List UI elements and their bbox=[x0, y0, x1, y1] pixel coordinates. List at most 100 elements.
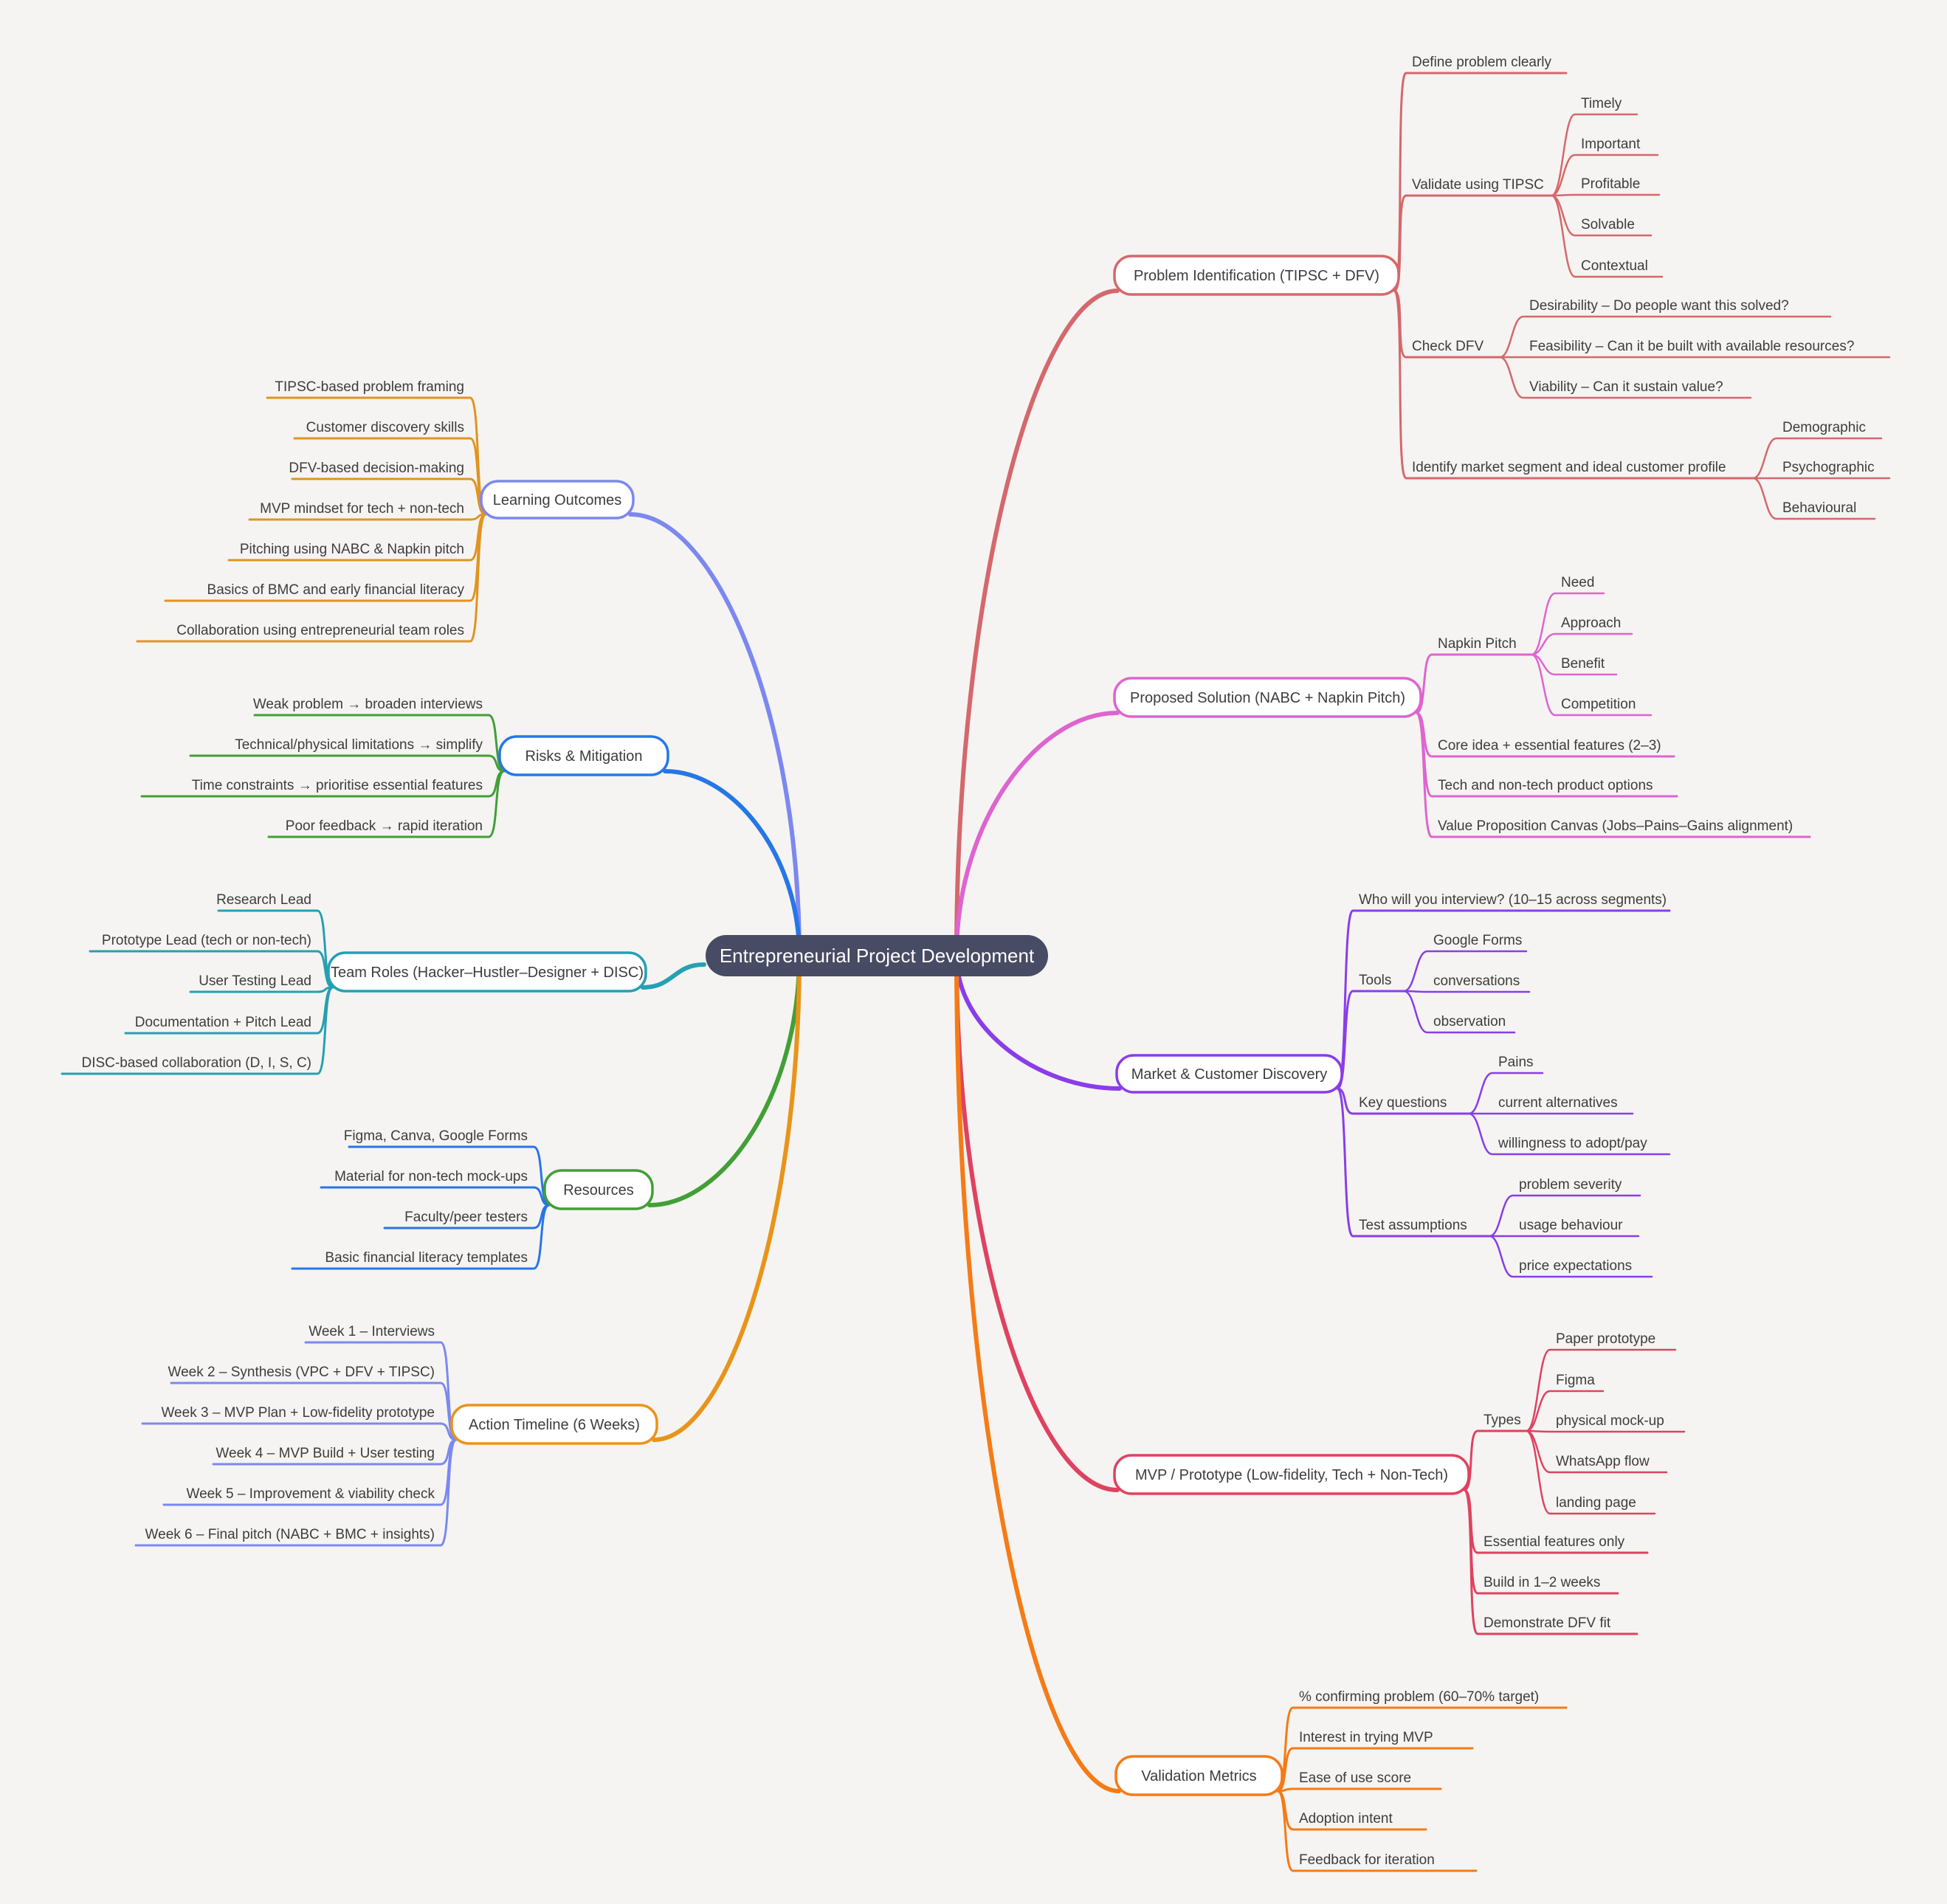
topic-risks-mitigation[interactable]: Risks & Mitigation bbox=[525, 748, 643, 765]
node-basics-of-bmc-and-early-financial-literacy[interactable]: Basics of BMC and early financial litera… bbox=[207, 582, 465, 598]
topic-box-action-timeline-6-weeks[interactable] bbox=[450, 1404, 658, 1445]
node-types[interactable]: Types bbox=[1483, 1413, 1521, 1428]
node-usage-behaviour[interactable]: usage behaviour bbox=[1519, 1218, 1623, 1233]
topic-box-mvp-prototype-low-fidelity-tech-non-tech[interactable] bbox=[1113, 1454, 1470, 1495]
node-technical-physical-limitations-simplify[interactable]: Technical/physical limitations → simplif… bbox=[235, 737, 483, 753]
node-faculty-peer-testers[interactable]: Faculty/peer testers bbox=[404, 1210, 528, 1225]
node-pitching-using-nabc-napkin-pitch[interactable]: Pitching using NABC & Napkin pitch bbox=[240, 542, 464, 557]
node-value-proposition-canvas-jobs-pains-gains-[interactable]: Value Proposition Canvas (Jobs–Pains–Gai… bbox=[1438, 818, 1793, 834]
node-need[interactable]: Need bbox=[1561, 575, 1594, 590]
root-box[interactable] bbox=[706, 935, 1048, 976]
node-dfv-based-decision-making[interactable]: DFV-based decision-making bbox=[289, 461, 464, 476]
node-psychographic[interactable]: Psychographic bbox=[1782, 460, 1875, 475]
node-week-5-improvement-viability-check[interactable]: Week 5 – Improvement & viability check bbox=[186, 1486, 435, 1502]
root-title[interactable]: Entrepreneurial Project Development bbox=[720, 945, 1035, 967]
node-google-forms[interactable]: Google Forms bbox=[1433, 933, 1522, 948]
node-prototype-lead-tech-or-non-tech[interactable]: Prototype Lead (tech or non-tech) bbox=[102, 933, 311, 948]
node-viability-can-it-sustain-value[interactable]: Viability – Can it sustain value? bbox=[1529, 379, 1723, 395]
node-material-for-non-tech-mock-ups[interactable]: Material for non-tech mock-ups bbox=[334, 1169, 528, 1184]
node-tools[interactable]: Tools bbox=[1359, 973, 1391, 988]
node-customer-discovery-skills[interactable]: Customer discovery skills bbox=[306, 420, 464, 435]
node-timely[interactable]: Timely bbox=[1581, 96, 1622, 111]
node-build-in-1-2-weeks[interactable]: Build in 1–2 weeks bbox=[1483, 1575, 1600, 1590]
node-basic-financial-literacy-templates[interactable]: Basic financial literacy templates bbox=[325, 1250, 528, 1266]
node-research-lead[interactable]: Research Lead bbox=[216, 892, 311, 908]
node-problem-severity[interactable]: problem severity bbox=[1519, 1177, 1622, 1193]
topic-learning-outcomes[interactable]: Learning Outcomes bbox=[493, 492, 622, 508]
node-contextual[interactable]: Contextual bbox=[1581, 258, 1648, 274]
topic-validation-metrics[interactable]: Validation Metrics bbox=[1141, 1768, 1256, 1784]
node-who-will-you-interview-10-15-across-segmen[interactable]: Who will you interview? (10–15 across se… bbox=[1359, 892, 1667, 908]
node-approach[interactable]: Approach bbox=[1561, 615, 1621, 631]
node-physical-mock-up[interactable]: physical mock-up bbox=[1556, 1413, 1664, 1429]
node-desirability-do-people-want-this-solved[interactable]: Desirability – Do people want this solve… bbox=[1529, 298, 1789, 314]
topic-box-learning-outcomes[interactable] bbox=[480, 480, 635, 520]
node-poor-feedback-rapid-iteration[interactable]: Poor feedback → rapid iteration bbox=[286, 818, 483, 834]
node-mvp-mindset-for-tech-non-tech[interactable]: MVP mindset for tech + non-tech bbox=[260, 501, 464, 517]
node-figma-canva-google-forms[interactable]: Figma, Canva, Google Forms bbox=[344, 1128, 528, 1144]
node-feasibility-can-it-be-built-with-available[interactable]: Feasibility – Can it be built with avail… bbox=[1529, 339, 1854, 354]
topic-box-validation-metrics[interactable] bbox=[1114, 1755, 1283, 1796]
node-napkin-pitch[interactable]: Napkin Pitch bbox=[1438, 636, 1517, 652]
node-benefit[interactable]: Benefit bbox=[1561, 656, 1605, 672]
node-behavioural[interactable]: Behavioural bbox=[1782, 500, 1856, 516]
node-landing-page[interactable]: landing page bbox=[1556, 1495, 1636, 1511]
node-essential-features-only[interactable]: Essential features only bbox=[1483, 1534, 1625, 1550]
node-current-alternatives[interactable]: current alternatives bbox=[1498, 1095, 1618, 1111]
topic-box-proposed-solution-nabc-napkin-pitch[interactable] bbox=[1113, 677, 1422, 718]
node-documentation-pitch-lead[interactable]: Documentation + Pitch Lead bbox=[135, 1015, 311, 1030]
node-week-1-interviews[interactable]: Week 1 – Interviews bbox=[309, 1324, 435, 1339]
topic-market-customer-discovery[interactable]: Market & Customer Discovery bbox=[1131, 1066, 1328, 1083]
node-week-6-final-pitch-nabc-bmc-insights[interactable]: Week 6 – Final pitch (NABC + BMC + insig… bbox=[145, 1527, 435, 1542]
node-feedback-for-iteration[interactable]: Feedback for iteration bbox=[1299, 1852, 1435, 1868]
topic-problem-identification-tipsc-dfv[interactable]: Problem Identification (TIPSC + DFV) bbox=[1134, 268, 1379, 284]
node-week-2-synthesis-vpc-dfv-tipsc[interactable]: Week 2 – Synthesis (VPC + DFV + TIPSC) bbox=[168, 1365, 435, 1380]
node-demographic[interactable]: Demographic bbox=[1782, 420, 1866, 435]
node-whatsapp-flow[interactable]: WhatsApp flow bbox=[1556, 1454, 1650, 1469]
node-profitable[interactable]: Profitable bbox=[1581, 176, 1640, 192]
node-week-3-mvp-plan-low-fidelity-prototype[interactable]: Week 3 – MVP Plan + Low-fidelity prototy… bbox=[161, 1405, 435, 1421]
node-ease-of-use-score[interactable]: Ease of use score bbox=[1299, 1770, 1411, 1786]
root-link bbox=[647, 953, 802, 1207]
root-link bbox=[663, 769, 802, 958]
node-adoption-intent[interactable]: Adoption intent bbox=[1299, 1811, 1393, 1827]
topic-box-market-customer-discovery[interactable] bbox=[1115, 1054, 1343, 1094]
topic-proposed-solution-nabc-napkin-pitch[interactable]: Proposed Solution (NABC + Napkin Pitch) bbox=[1130, 690, 1405, 706]
topic-box-problem-identification-tipsc-dfv[interactable] bbox=[1113, 255, 1400, 296]
node-tech-and-non-tech-product-options[interactable]: Tech and non-tech product options bbox=[1438, 778, 1653, 793]
node-figma[interactable]: Figma bbox=[1556, 1373, 1595, 1388]
node-key-questions[interactable]: Key questions bbox=[1359, 1095, 1447, 1111]
node-collaboration-using-entrepreneurial-team-r[interactable]: Collaboration using entrepreneurial team… bbox=[176, 623, 464, 638]
node-week-4-mvp-build-user-testing[interactable]: Week 4 – MVP Build + User testing bbox=[216, 1446, 435, 1461]
node-interest-in-trying-mvp[interactable]: Interest in trying MVP bbox=[1299, 1730, 1433, 1745]
node-weak-problem-broaden-interviews[interactable]: Weak problem → broaden interviews bbox=[253, 697, 483, 712]
topic-box-team-roles-hacker-hustler-designer-disc[interactable] bbox=[327, 951, 647, 993]
topic-box-risks-mitigation[interactable] bbox=[498, 735, 669, 776]
node-important[interactable]: Important bbox=[1581, 137, 1641, 152]
topic-team-roles-hacker-hustler-designer-disc[interactable]: Team Roles (Hacker–Hustler–Designer + DI… bbox=[331, 965, 644, 981]
topic-mvp-prototype-low-fidelity-tech-non-tech[interactable]: MVP / Prototype (Low-fidelity, Tech + No… bbox=[1135, 1467, 1448, 1483]
node-tipsc-based-problem-framing[interactable]: TIPSC-based problem framing bbox=[275, 379, 464, 395]
node-pains[interactable]: Pains bbox=[1498, 1055, 1534, 1070]
topic-resources[interactable]: Resources bbox=[563, 1182, 634, 1198]
node-check-dfv[interactable]: Check DFV bbox=[1412, 339, 1483, 354]
node-demonstrate-dfv-fit[interactable]: Demonstrate DFV fit bbox=[1483, 1615, 1611, 1631]
node-user-testing-lead[interactable]: User Testing Lead bbox=[199, 973, 311, 989]
topic-action-timeline-6-weeks[interactable]: Action Timeline (6 Weeks) bbox=[469, 1417, 640, 1433]
node-paper-prototype[interactable]: Paper prototype bbox=[1556, 1331, 1655, 1347]
node-define-problem-clearly[interactable]: Define problem clearly bbox=[1412, 55, 1552, 70]
node-test-assumptions[interactable]: Test assumptions bbox=[1359, 1218, 1467, 1233]
node-validate-using-tipsc[interactable]: Validate using TIPSC bbox=[1412, 177, 1544, 193]
node-conversations[interactable]: conversations bbox=[1433, 973, 1520, 989]
node-willingness-to-adopt-pay[interactable]: willingness to adopt/pay bbox=[1498, 1136, 1647, 1151]
node-observation[interactable]: observation bbox=[1433, 1014, 1506, 1029]
node-core-idea-essential-features-2-3[interactable]: Core idea + essential features (2–3) bbox=[1438, 738, 1661, 753]
node-solvable[interactable]: Solvable bbox=[1581, 217, 1635, 232]
node-competition[interactable]: Competition bbox=[1561, 697, 1636, 712]
node-identify-market-segment-and-ideal-customer[interactable]: Identify market segment and ideal custom… bbox=[1412, 460, 1726, 475]
node-price-expectations[interactable]: price expectations bbox=[1519, 1258, 1632, 1274]
topic-box-resources[interactable] bbox=[543, 1169, 654, 1210]
node-confirming-problem-60-70-target[interactable]: % confirming problem (60–70% target) bbox=[1299, 1689, 1539, 1705]
node-disc-based-collaboration-d-i-s-c[interactable]: DISC-based collaboration (D, I, S, C) bbox=[81, 1055, 311, 1071]
node-time-constraints-prioritise-essential-feat[interactable]: Time constraints → prioritise essential … bbox=[192, 778, 483, 793]
